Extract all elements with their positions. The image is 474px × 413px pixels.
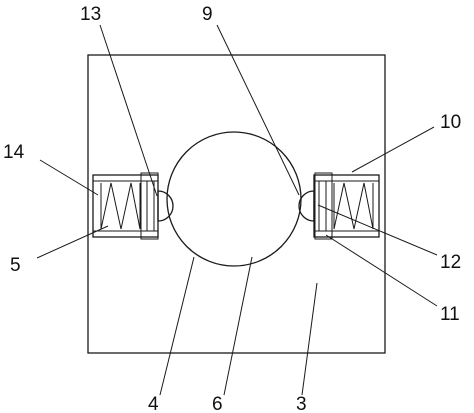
callout-5: 5 <box>10 255 21 276</box>
callout-13: 13 <box>80 4 101 25</box>
callout-3: 3 <box>296 394 307 413</box>
right-ball-head <box>298 190 315 222</box>
left-spring <box>100 182 141 230</box>
callout-6: 6 <box>212 394 223 413</box>
base-plate <box>87 54 386 354</box>
left-bottom-seal <box>140 230 159 240</box>
right-spring <box>333 182 374 230</box>
callout-10: 10 <box>440 112 461 133</box>
left-ball-head <box>157 190 174 222</box>
leader-lines <box>36 24 438 396</box>
callout-14: 14 <box>3 142 25 163</box>
left-clamp-assembly <box>92 172 174 240</box>
right-slider-plate <box>314 180 320 232</box>
right-clamp-assembly <box>298 172 380 240</box>
callout-12: 12 <box>440 252 461 273</box>
right-bottom-seal <box>314 230 333 240</box>
callout-11: 11 <box>440 304 460 325</box>
right-housing <box>313 174 380 238</box>
center-disc <box>166 131 302 267</box>
callout-4: 4 <box>148 394 159 413</box>
callout-9: 9 <box>202 4 213 25</box>
right-top-seal <box>314 172 333 182</box>
